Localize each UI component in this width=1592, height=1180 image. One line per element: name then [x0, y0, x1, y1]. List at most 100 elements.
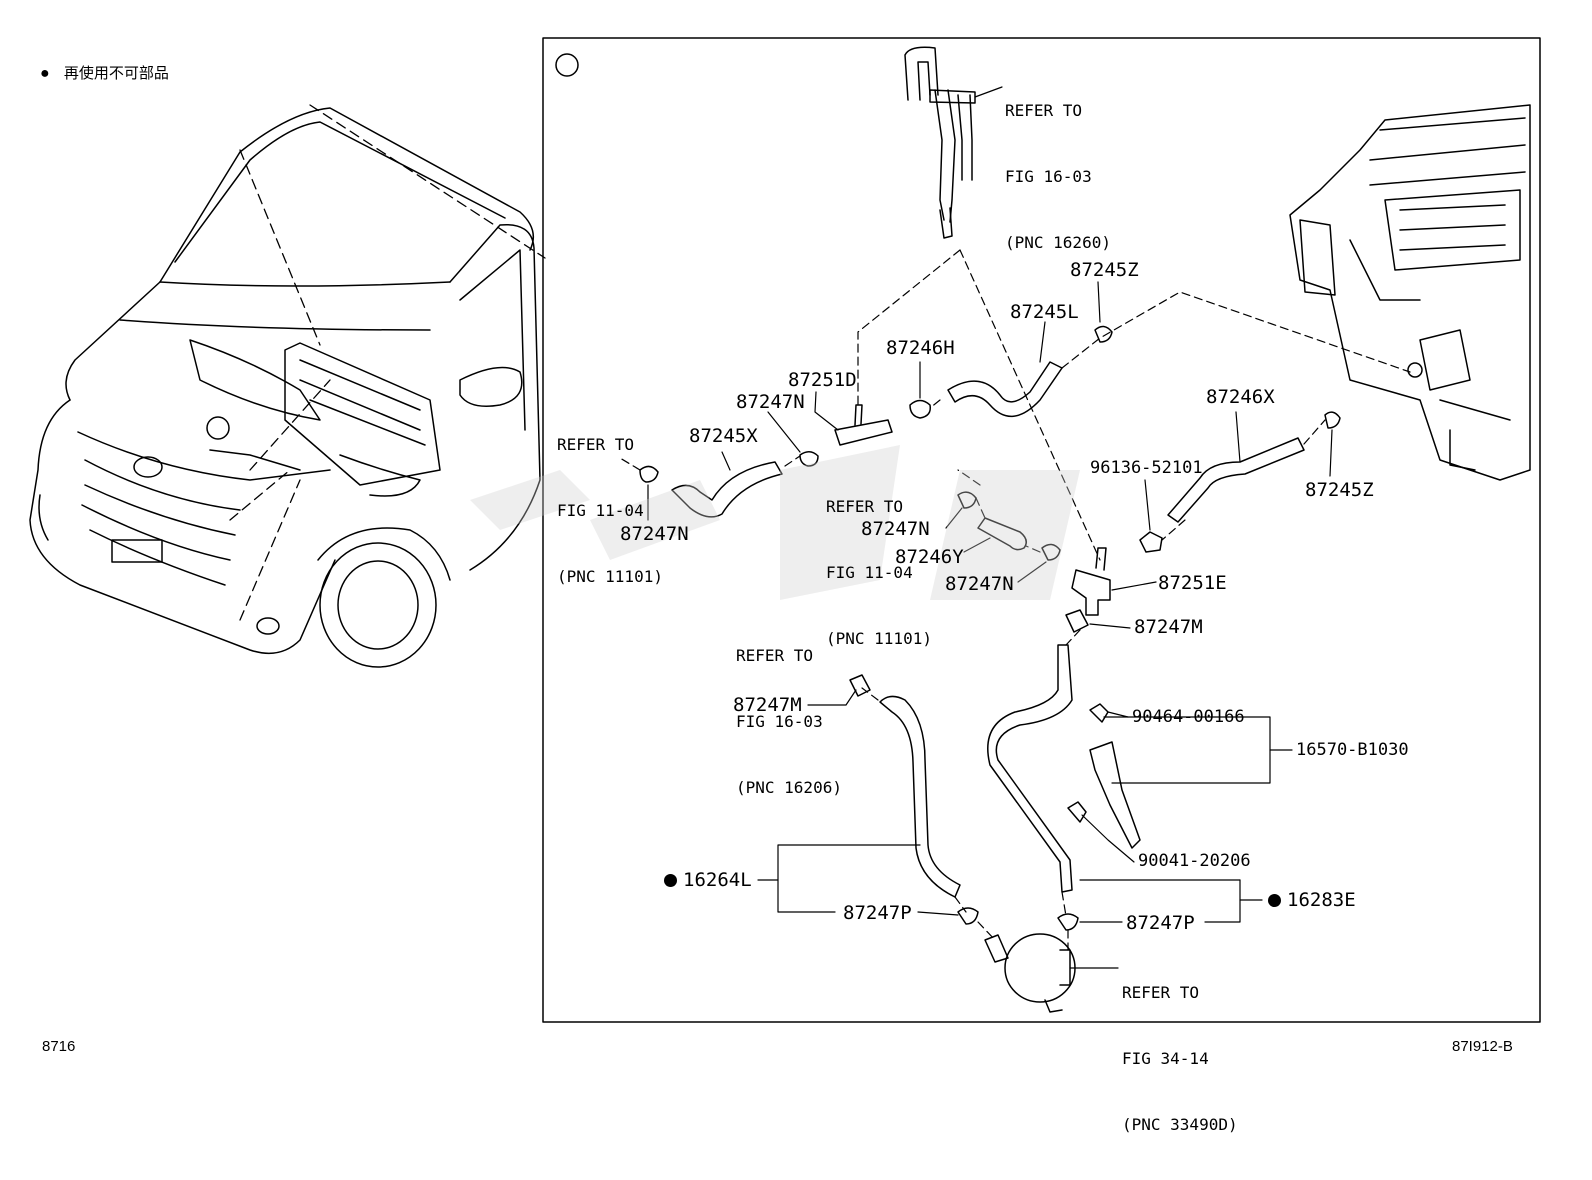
- non-reusable-bullet: [664, 874, 677, 887]
- cooler-inlet: [984, 934, 1009, 963]
- hose-16264L: [879, 695, 961, 898]
- part-label-87247P-a: 87247P: [843, 902, 912, 924]
- hose-87245X: [671, 461, 783, 518]
- hose-87246X: [1167, 437, 1305, 523]
- part-label-16283E: 16283E: [1268, 891, 1356, 910]
- refer-note-11101-a: REFER TO FIG 11-04 (PNC 11101): [557, 435, 663, 586]
- engine-bay-detail: [299, 359, 426, 446]
- cooler-port: [1059, 949, 1071, 986]
- wheel-arch: [317, 527, 451, 581]
- leader-lines: [647, 86, 1333, 969]
- grille-bar-1: [84, 459, 241, 511]
- part-label-87245X: 87245X: [689, 425, 758, 447]
- grille-bar-2: [84, 484, 236, 536]
- footer-left-code: 8716: [42, 1038, 76, 1055]
- part-label-87246Y: 87246Y: [895, 546, 964, 568]
- clamp-87245Z-right: [1324, 411, 1341, 429]
- detail-frame: [542, 37, 1541, 1023]
- legend: ● 再使用不可部品: [40, 62, 169, 83]
- windshield-outline: [159, 107, 535, 283]
- cooler-unit: [1004, 933, 1076, 1003]
- engine-bay-unit: [284, 342, 441, 486]
- hood-left-edge: [65, 281, 161, 401]
- hood-crease: [119, 319, 431, 331]
- clamp-87246H: [909, 399, 932, 419]
- part-label-87245Z-top: 87245Z: [1070, 259, 1139, 281]
- pipe-87251D-stub: [854, 404, 863, 426]
- refer-note-11101-b: REFER TO FIG 11-04 (PNC 11101): [826, 497, 932, 648]
- grille-bar-3: [81, 504, 231, 561]
- part-label-87247M-b: 87247M: [733, 694, 802, 716]
- joint-87251E-stub: [1095, 547, 1107, 571]
- part-label-87247N-d: 87247N: [945, 573, 1014, 595]
- hose-16283E: [987, 644, 1073, 893]
- license-plate: [111, 539, 163, 563]
- part-label-16570-B1030: 16570-B1030: [1296, 740, 1409, 760]
- windshield-inner: [174, 121, 506, 263]
- clamp-87247N-upper: [799, 451, 819, 467]
- cooler-foot: [1044, 999, 1063, 1013]
- emblem: [133, 456, 163, 478]
- refer-note-16206: REFER TO FIG 16-03 (PNC 16206): [736, 646, 842, 797]
- clamp-87245Z-top: [1094, 325, 1113, 343]
- part-label-87247N-c: 87247N: [861, 518, 930, 540]
- clip-90464: [1089, 703, 1109, 723]
- joint-87251E: [1071, 569, 1111, 616]
- diagram-graphics: [29, 37, 1541, 1023]
- hood-rear-edge: [159, 281, 451, 287]
- part-label-87245L: 87245L: [1010, 301, 1079, 323]
- front-wheel: [319, 542, 437, 668]
- overview-leader-lines: [229, 104, 546, 621]
- part-label-87246X: 87246X: [1206, 386, 1275, 408]
- grille-bar-4: [89, 529, 226, 586]
- engine-bay-hose: [339, 454, 421, 497]
- footer-right-code: 87I912-B: [1452, 1038, 1513, 1055]
- bracket-16570: [1089, 741, 1141, 849]
- pipe-87251D: [834, 419, 893, 446]
- clamp-87247P-right: [1057, 913, 1079, 931]
- hose-87245L: [947, 361, 1063, 418]
- vehicle-overview: [29, 107, 541, 668]
- front-wheel-rim: [337, 560, 419, 650]
- top-hose-bundle: [904, 46, 976, 239]
- grille-top: [77, 431, 331, 481]
- watermark: [470, 445, 1080, 600]
- front-bumper: [29, 399, 336, 655]
- detail-circle-1: [555, 53, 579, 77]
- callout-circle-1: [206, 416, 230, 440]
- bolt-90041: [1067, 801, 1087, 823]
- part-label-87251E: 87251E: [1158, 572, 1227, 594]
- part-label-16264L: 16264L: [664, 871, 752, 890]
- legend-bullet: ●: [40, 65, 50, 82]
- refer-note-16260: REFER TO FIG 16-03 (PNC 16260): [1005, 101, 1111, 252]
- part-label-96136-52101: 96136-52101: [1090, 458, 1203, 478]
- clamp-87247N-lower: [1041, 543, 1061, 561]
- headlamp: [189, 339, 321, 421]
- a-pillar: [449, 223, 541, 571]
- clamp-87247M-upper: [1065, 609, 1089, 633]
- part-label-87246H: 87246H: [886, 337, 955, 359]
- part-label-90464-00166: 90464-00166: [1132, 707, 1245, 727]
- clamp-87247P-left: [957, 907, 979, 925]
- part-label-87247P-b: 87247P: [1126, 912, 1195, 934]
- parts-diagram: ● 再使用不可部品: [29, 37, 1541, 1134]
- legend-text: 再使用不可部品: [63, 65, 169, 82]
- refer-note-33490d: REFER TO FIG 34-14 (PNC 33490D): [1122, 983, 1238, 1134]
- clamp-87247N-left: [639, 465, 659, 483]
- part-label-87247N-a: 87247N: [736, 391, 805, 413]
- door-line: [459, 249, 526, 431]
- fog-lamp: [256, 617, 280, 635]
- part-label-87247N-b: 87247N: [620, 523, 689, 545]
- heater-unit: [1289, 104, 1531, 481]
- non-reusable-bullet: [1268, 894, 1281, 907]
- part-label-87247M-a: 87247M: [1134, 616, 1203, 638]
- pipe-run: [209, 449, 301, 471]
- detail-dashed-lines: [619, 249, 1411, 951]
- part-label-87251D: 87251D: [788, 369, 857, 391]
- part-label-90041-20206: 90041-20206: [1138, 851, 1251, 871]
- hose-87246Y: [977, 517, 1027, 551]
- bumper-side: [38, 494, 49, 541]
- side-mirror: [459, 366, 523, 407]
- grommet-96136: [1139, 531, 1163, 553]
- part-label-87245Z-right: 87245Z: [1305, 479, 1374, 501]
